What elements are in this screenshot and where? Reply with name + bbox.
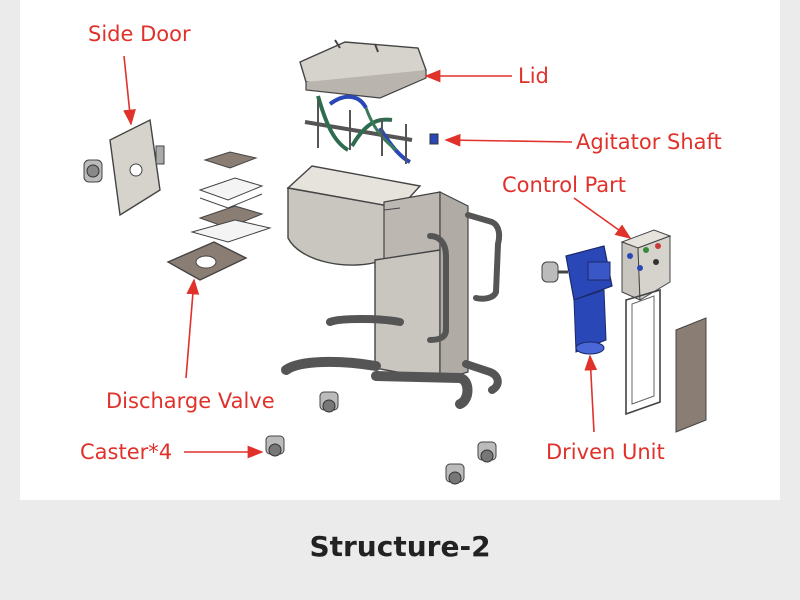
- caster-1: [319, 391, 339, 413]
- label-discharge-valve: Discharge Valve: [106, 389, 275, 413]
- arrow-side-door: [123, 55, 136, 126]
- label-driven-unit: Driven Unit: [546, 440, 665, 464]
- driven-unit-part: [541, 245, 613, 355]
- figure-caption: Structure-2: [309, 530, 491, 563]
- caster-4: [445, 463, 465, 485]
- discharge-valve-part: [166, 151, 272, 281]
- side-door-part: [83, 118, 165, 217]
- leader-arrows: [123, 55, 632, 459]
- caster-2: [265, 435, 285, 457]
- label-control-part: Control Part: [502, 173, 627, 197]
- label-agitator-shaft: Agitator Shaft: [576, 130, 722, 154]
- label-side-door: Side Door: [88, 22, 191, 46]
- label-caster: Caster*4: [80, 440, 173, 464]
- arrow-discharge-valve: [185, 278, 200, 379]
- arrow-agitator-shaft: [444, 133, 573, 147]
- caster-3: [477, 441, 497, 463]
- mixer-body: [281, 165, 503, 409]
- agitator-shaft-part: [304, 94, 439, 164]
- arrow-control-part: [573, 197, 632, 239]
- control-part: [620, 229, 707, 433]
- label-lid: Lid: [518, 64, 549, 88]
- arrow-driven-unit: [584, 354, 598, 433]
